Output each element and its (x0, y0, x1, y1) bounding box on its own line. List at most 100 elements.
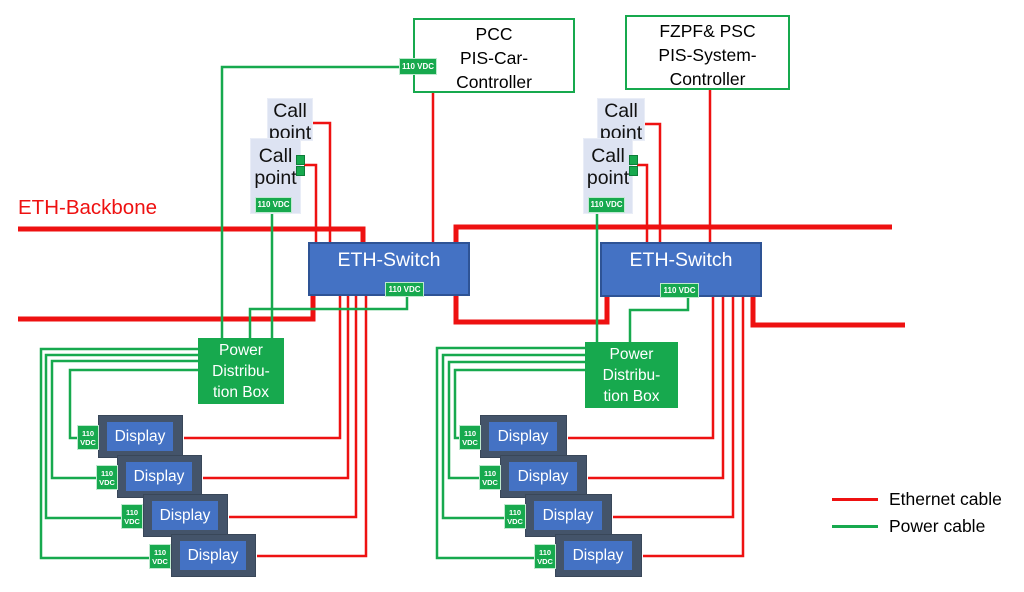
pcc-controller-line3: Controller (456, 72, 532, 92)
vdc-badge-display-left-3: 110 VDC (121, 504, 143, 529)
vdc-line2: VDC (482, 478, 498, 487)
vdc-badge-display-right-1: 110 VDC (459, 425, 481, 450)
ethernet-line-callpoint-left-front (304, 163, 318, 243)
call-point-port-icon (629, 155, 638, 176)
ethernet-backbone-bottom-left-line (18, 296, 316, 322)
system-controller-box: FZPF& PSC PIS-System- Controller (625, 15, 790, 90)
display-right-3: Display (525, 494, 612, 537)
vdc-badge-display-right-3: 110 VDC (504, 504, 526, 529)
vdc-line1: 110 (463, 429, 477, 438)
power-box-line2: Distribu- (212, 363, 270, 380)
power-line-display-right-4 (435, 346, 585, 560)
vdc-badge-display-left-2: 110 VDC (96, 465, 118, 490)
call-point-label-line2: point (599, 122, 643, 141)
display-left-1: Display (98, 415, 183, 458)
ethernet-line-callpoint-left-back (313, 121, 332, 243)
port-pin-icon (629, 155, 638, 165)
display-right-1: Display (480, 415, 567, 458)
display-right-2: Display (500, 455, 587, 498)
power-line-display-left-4 (39, 347, 198, 560)
vdc-badge-pcc: 110 VDC (399, 58, 437, 75)
ethernet-line-display-right-1 (568, 297, 715, 440)
power-line-display-left-2 (50, 359, 198, 480)
call-point-label-line1: Call (604, 100, 638, 122)
vdc-badge-switch-right: 110 VDC (660, 283, 699, 298)
legend-ethernet-row: Ethernet cable (832, 486, 1002, 513)
ethernet-line-callpoint-right-front (637, 163, 649, 243)
vdc-line1: 110 (153, 548, 167, 557)
power-box-line1: Power (609, 346, 654, 363)
port-pin-icon (629, 166, 638, 176)
power-distribution-box-right: Power Distribu- tion Box (585, 342, 678, 408)
pcc-controller-line2: PIS-Car- (459, 48, 529, 68)
ethernet-line-display-left-4 (257, 296, 368, 558)
power-box-line2: Distribu- (602, 367, 661, 384)
ethernet-line-display-left-2 (203, 296, 350, 480)
call-point-label-line1: Call (591, 145, 625, 167)
pcc-controller-line1: PCC (475, 24, 513, 44)
ethernet-cable-swatch (832, 498, 878, 501)
vdc-line2: VDC (537, 557, 553, 566)
ethernet-line-callpoint-right-back (645, 122, 662, 243)
system-controller-line3: Controller (669, 69, 746, 89)
eth-backbone-label: ETH-Backbone (18, 196, 158, 219)
display-right-4: Display (555, 534, 642, 577)
power-cable-swatch (832, 525, 878, 528)
power-line-display-right-3 (441, 353, 585, 520)
call-point-label-line2: point (586, 167, 630, 189)
legend-ethernet-label: Ethernet cable (889, 489, 1002, 509)
ethernet-line-display-left-3 (229, 296, 358, 519)
power-line-pcc (220, 65, 399, 338)
display-screen: Display (534, 501, 602, 530)
display-screen: Display (180, 541, 246, 570)
vdc-line1: 110 (508, 508, 522, 517)
power-box-line3: tion Box (603, 388, 660, 405)
legend: Ethernet cable Power cable (832, 486, 1002, 540)
ethernet-backbone-bottom-right-line (750, 297, 905, 328)
vdc-line2: VDC (507, 517, 523, 526)
vdc-badge-switch-left: 110 VDC (385, 282, 424, 297)
vdc-badge-display-left-4: 110 VDC (149, 544, 171, 569)
power-box-line3: tion Box (212, 384, 269, 401)
display-left-4: Display (171, 534, 256, 577)
display-left-3: Display (143, 494, 228, 537)
call-point-left-back-box: Call point (267, 98, 313, 141)
vdc-line1: 110 (81, 429, 95, 438)
vdc-line2: VDC (99, 478, 115, 487)
ethernet-line-display-right-4 (643, 297, 745, 558)
display-screen: Display (509, 462, 577, 491)
call-point-label-line1: Call (273, 100, 307, 122)
vdc-badge-display-right-4: 110 VDC (534, 544, 556, 569)
eth-switch-label: ETH-Switch (629, 249, 733, 271)
pcc-controller-box: PCC PIS-Car- Controller (413, 18, 575, 93)
vdc-line1: 110 (100, 469, 114, 478)
vdc-badge-display-left-1: 110 VDC (77, 425, 99, 450)
vdc-line2: VDC (462, 438, 478, 447)
call-point-right-back-box: Call point (597, 98, 645, 141)
display-screen: Display (126, 462, 192, 491)
display-screen: Display (489, 422, 557, 451)
ethernet-backbone-top-left-line (18, 226, 366, 243)
power-line-switch1 (248, 296, 409, 338)
call-point-label-line1: Call (258, 145, 293, 167)
ethernet-backbone-top-right-line (453, 224, 892, 325)
vdc-badge-callpoint-right: 110 VDC (588, 197, 625, 213)
power-line-display-left-3 (44, 353, 198, 520)
vdc-badge-callpoint-left: 110 VDC (255, 197, 292, 213)
power-line-display-right-2 (447, 360, 585, 480)
ethernet-line-display-right-3 (613, 297, 735, 519)
vdc-badge-display-right-2: 110 VDC (479, 465, 501, 490)
power-line-switch2 (628, 297, 690, 342)
call-point-label-line2: point (268, 122, 312, 141)
eth-switch-label: ETH-Switch (337, 249, 441, 271)
vdc-line2: VDC (80, 438, 96, 447)
vdc-line2: VDC (152, 557, 168, 566)
ethernet-line-display-left-1 (184, 296, 342, 440)
vdc-line1: 110 (125, 508, 139, 517)
call-point-label-line2: point (254, 167, 297, 189)
legend-power-label: Power cable (889, 516, 986, 536)
power-box-line1: Power (219, 342, 263, 359)
port-pin-icon (296, 166, 305, 176)
vdc-line1: 110 (483, 469, 497, 478)
